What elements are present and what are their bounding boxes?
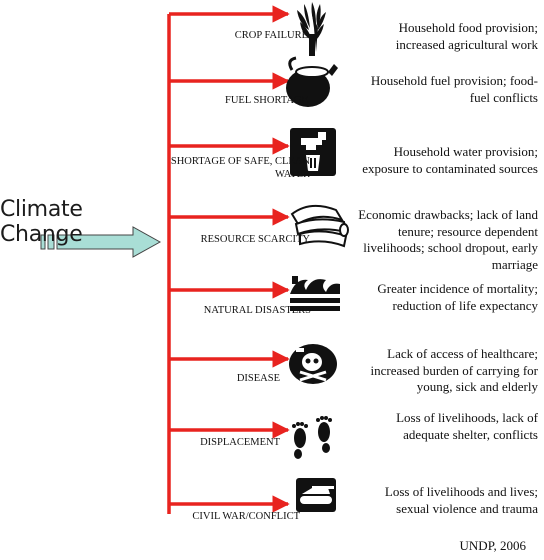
arrow-tail-bar-1 bbox=[40, 234, 46, 250]
desc-natural-disasters: Greater incidence of mortality; reductio… bbox=[377, 281, 538, 313]
desc-civil-war: Loss of livelihoods and lives; sexual vi… bbox=[384, 484, 538, 516]
label-natural-disasters: NATURAL DISASTERS bbox=[203, 305, 311, 316]
connector-lines bbox=[167, 5, 290, 514]
flood-wave-icon bbox=[290, 276, 340, 311]
arrow-tail-bar-2 bbox=[47, 234, 55, 250]
label-resource-scarcity: RESOURCE SCARCITY bbox=[200, 234, 310, 245]
water-tap-icon bbox=[290, 128, 336, 176]
footprints-icon bbox=[292, 416, 332, 459]
desc-resource-scarcity: Economic drawbacks; lack of land tenure;… bbox=[358, 207, 538, 272]
wood-stack-icon bbox=[290, 204, 349, 248]
cooking-pot-icon bbox=[286, 56, 338, 107]
desc-fuel-shortage: Household fuel provision; food-fuel conf… bbox=[370, 73, 538, 105]
arrow-body bbox=[56, 226, 162, 258]
desc-displacement: Loss of livelihoods, lack of adequate sh… bbox=[396, 410, 538, 442]
desc-crop-failure: Household food provision; increased agri… bbox=[395, 20, 538, 52]
label-civil-war: CIVIL WAR/CONFLICT bbox=[192, 511, 300, 522]
skull-crossbones-icon bbox=[289, 344, 337, 384]
desc-disease: Lack of access of healthcare; increased … bbox=[370, 346, 538, 394]
label-displacement: DISPLACEMENT bbox=[200, 437, 280, 448]
tank-icon bbox=[296, 478, 336, 512]
desc-water-shortage: Household water provision; exposure to c… bbox=[362, 144, 538, 176]
diagram-title: Climate Change bbox=[0, 197, 83, 247]
wheat-icon bbox=[297, 2, 326, 56]
label-crop-failure: CROP FAILURE bbox=[234, 30, 308, 41]
label-fuel-shortage: FUEL SHORTAGE bbox=[224, 95, 308, 106]
label-disease: DISEASE bbox=[236, 373, 280, 384]
main-arrow bbox=[40, 226, 162, 258]
source-credit: UNDP, 2006 bbox=[459, 538, 526, 553]
label-water-shortage: SHORTAGE OF SAFE, CLEAN WATER bbox=[170, 156, 310, 180]
